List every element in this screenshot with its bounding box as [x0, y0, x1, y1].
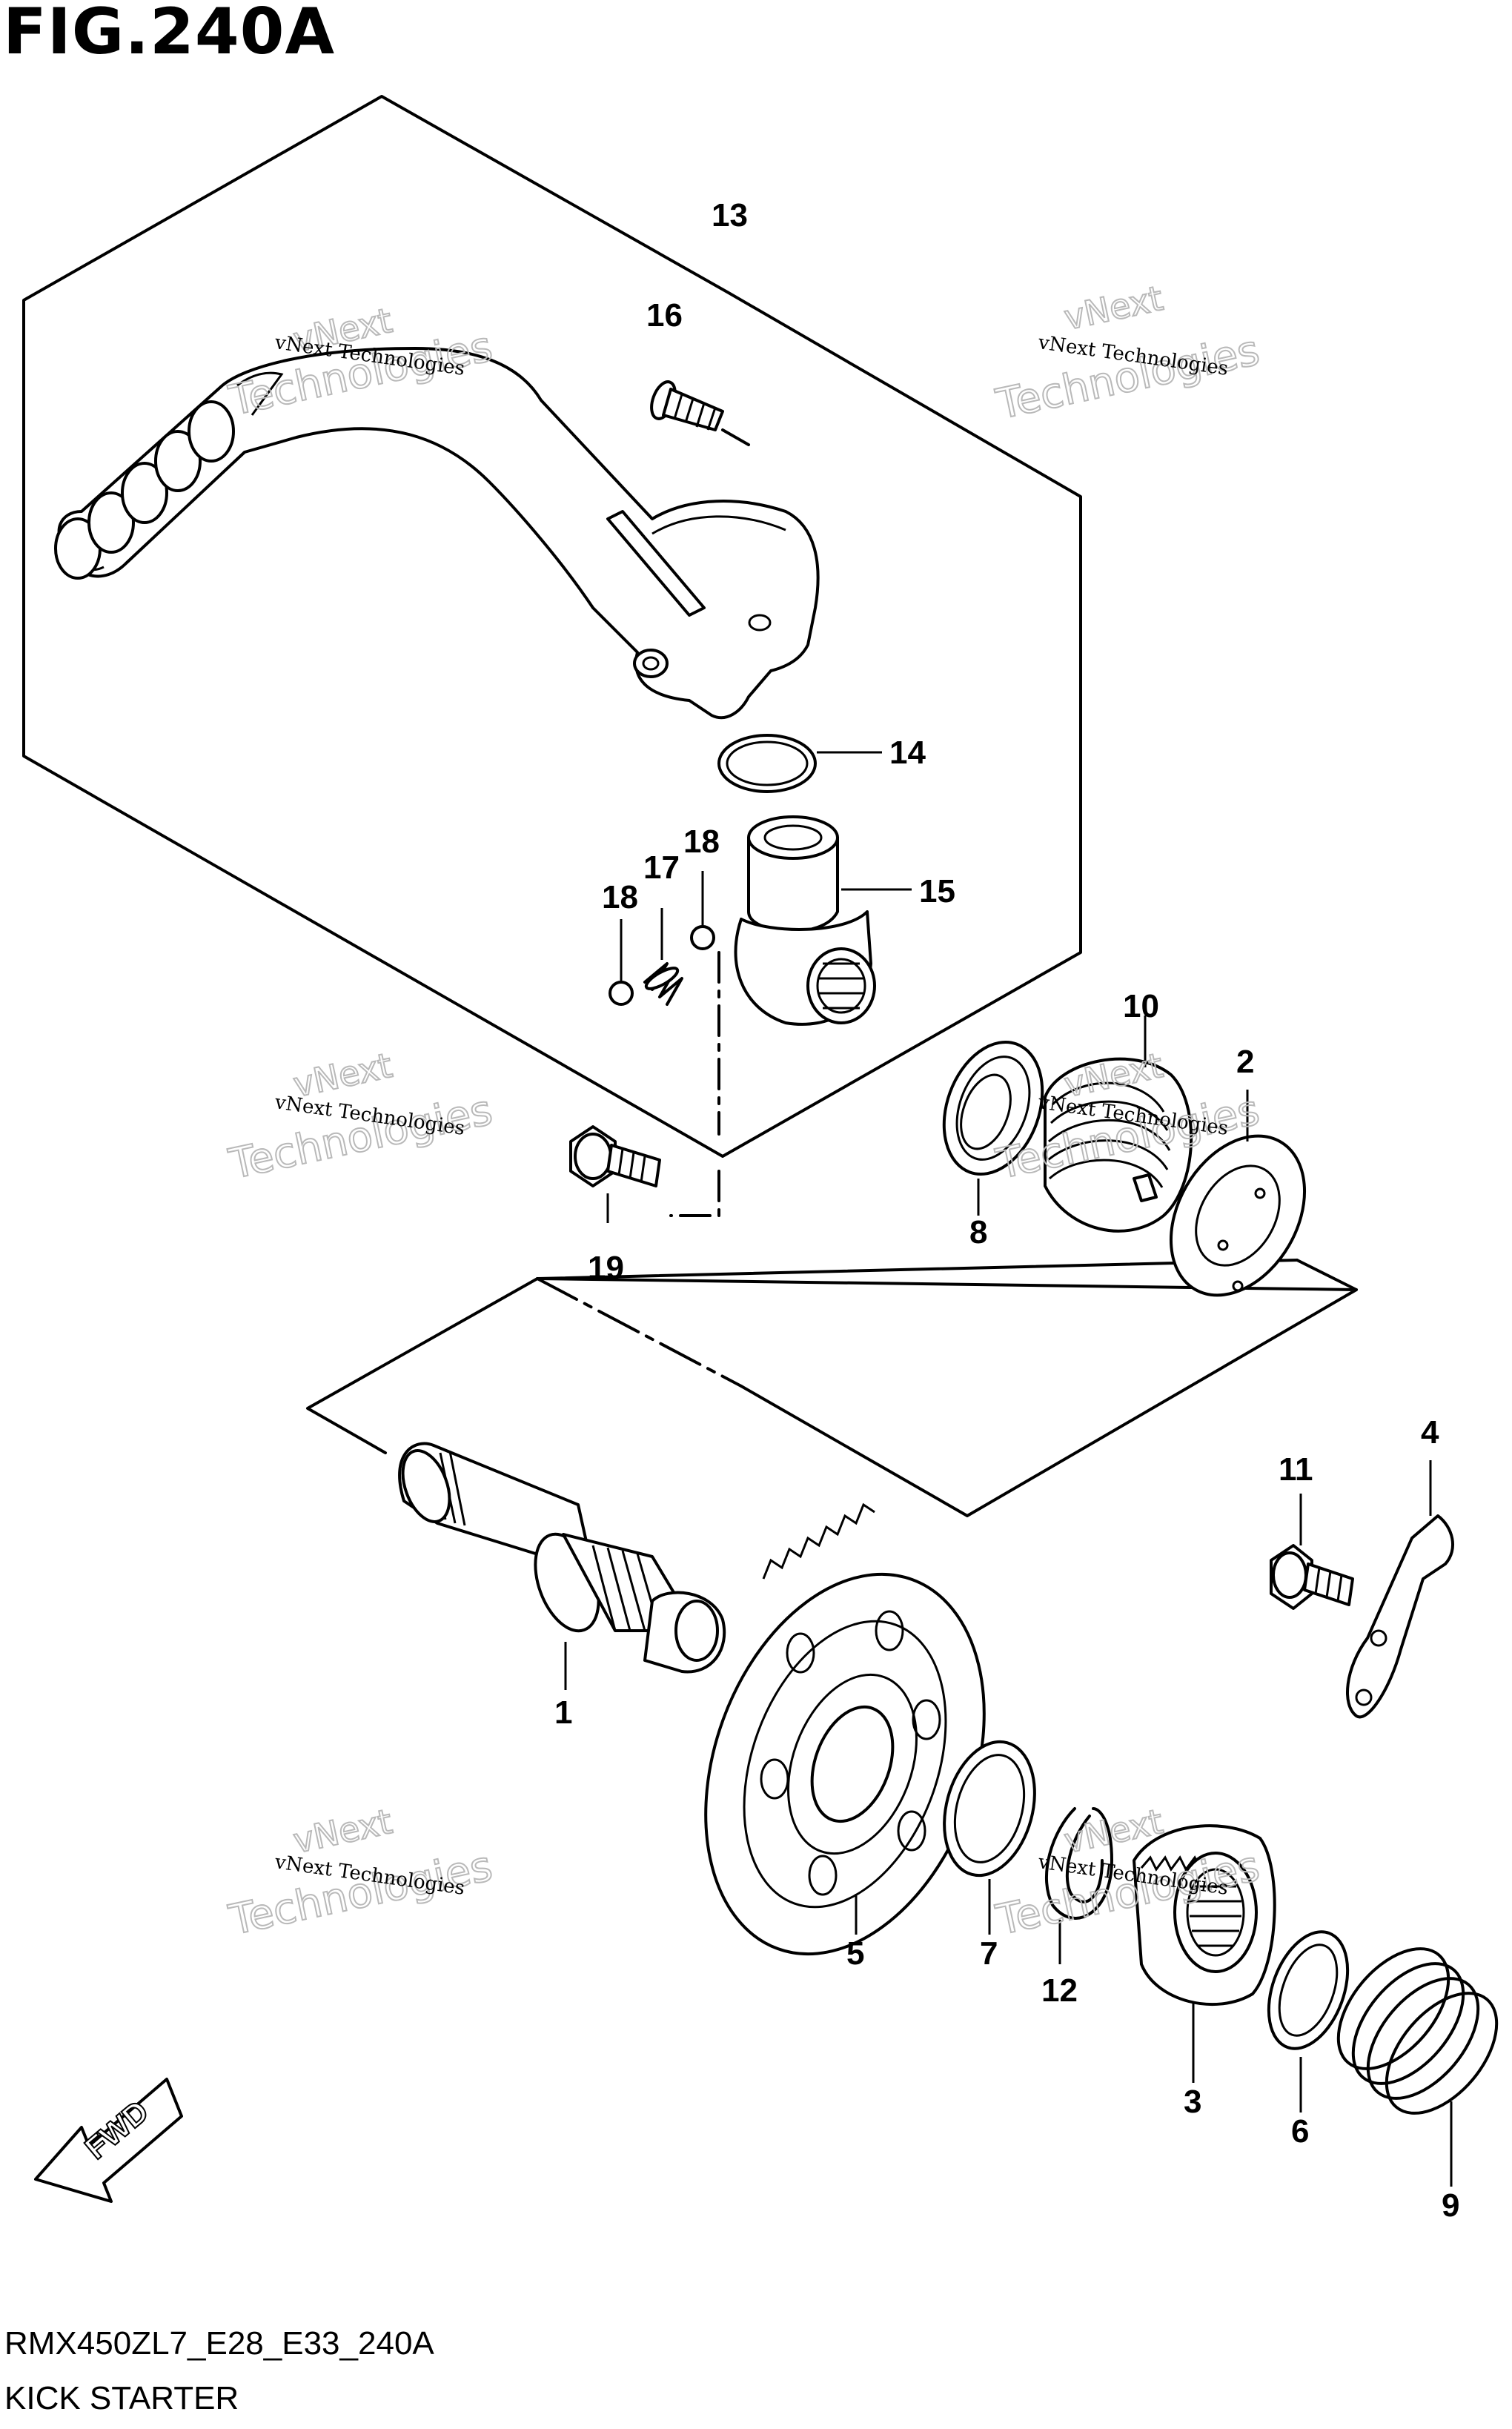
kick-starter-shaft[interactable]: [394, 1442, 726, 1690]
figure-title: FIG.240A: [3, 0, 336, 69]
part-number-5[interactable]: 5: [846, 1935, 864, 1972]
svg-text:vNext: vNext: [1061, 278, 1167, 338]
kick-lever-boss[interactable]: [734, 815, 912, 1026]
diagram-code: RMX450ZL7_E28_E33_240A: [4, 2325, 434, 2362]
detent-spring[interactable]: [643, 962, 683, 1006]
part-number-10[interactable]: 10: [1123, 988, 1159, 1024]
kick-lever[interactable]: [54, 347, 820, 720]
part-number-3[interactable]: 3: [1184, 2084, 1201, 2120]
ratchet-guide-plate[interactable]: [1346, 1460, 1455, 1719]
part-number-17[interactable]: 17: [643, 849, 680, 886]
ratchet-spring[interactable]: [1317, 1929, 1512, 2187]
part-number-6[interactable]: 6: [1291, 2113, 1309, 2150]
section-name: KICK STARTER: [4, 2380, 239, 2416]
watermark-5: vNext Technologies vNext Technologies: [224, 1800, 497, 1946]
kick-starter-shaft-outline: [306, 1259, 1358, 1517]
detent-ball-upper[interactable]: [690, 925, 715, 950]
lever-bolt[interactable]: [647, 379, 750, 446]
part-number-16[interactable]: 16: [646, 297, 683, 334]
part-number-18-lower[interactable]: 18: [602, 879, 638, 915]
part-number-11[interactable]: 11: [1279, 1451, 1313, 1488]
part-number-2[interactable]: 2: [1236, 1044, 1254, 1080]
part-number-15[interactable]: 15: [919, 873, 955, 909]
kick-ratchet[interactable]: [1133, 1824, 1276, 2083]
forward-direction-arrow: FWD: [34, 2078, 183, 2203]
part-number-19[interactable]: 19: [588, 1250, 624, 1286]
return-spring[interactable]: [1044, 1015, 1193, 1233]
oil-seal[interactable]: [926, 1028, 1059, 1216]
part-number-12[interactable]: 12: [1041, 1972, 1078, 2009]
spring-guide-washer[interactable]: [1144, 1090, 1332, 1319]
watermark-2: vNext Technologies vNext Technologies: [991, 277, 1264, 430]
part-number-1[interactable]: 1: [554, 1694, 572, 1731]
kick-lever-assembly-outline: [22, 95, 1082, 1158]
svg-text:vNext: vNext: [290, 1801, 396, 1861]
thrust-washer[interactable]: [930, 1732, 1049, 1935]
part-number-4[interactable]: 4: [1421, 1414, 1439, 1451]
guide-bolt[interactable]: [1270, 1494, 1354, 1610]
ratchet-washer[interactable]: [1254, 1921, 1362, 2112]
part-number-8[interactable]: 8: [969, 1214, 987, 1250]
flange-bolt[interactable]: [569, 1125, 661, 1223]
detent-ball-lower[interactable]: [609, 981, 634, 1006]
part-number-18-upper[interactable]: 18: [683, 824, 720, 860]
part-number-9[interactable]: 9: [1442, 2187, 1459, 2224]
part-number-13[interactable]: 13: [712, 197, 748, 233]
watermark-3: vNext Technologies vNext Technologies: [224, 1044, 497, 1190]
o-ring[interactable]: [717, 734, 882, 793]
kick-starter-gear[interactable]: [656, 1502, 1034, 1993]
part-number-14[interactable]: 14: [889, 735, 926, 771]
circlip[interactable]: [1045, 1807, 1113, 1964]
part-number-7[interactable]: 7: [980, 1935, 998, 1972]
